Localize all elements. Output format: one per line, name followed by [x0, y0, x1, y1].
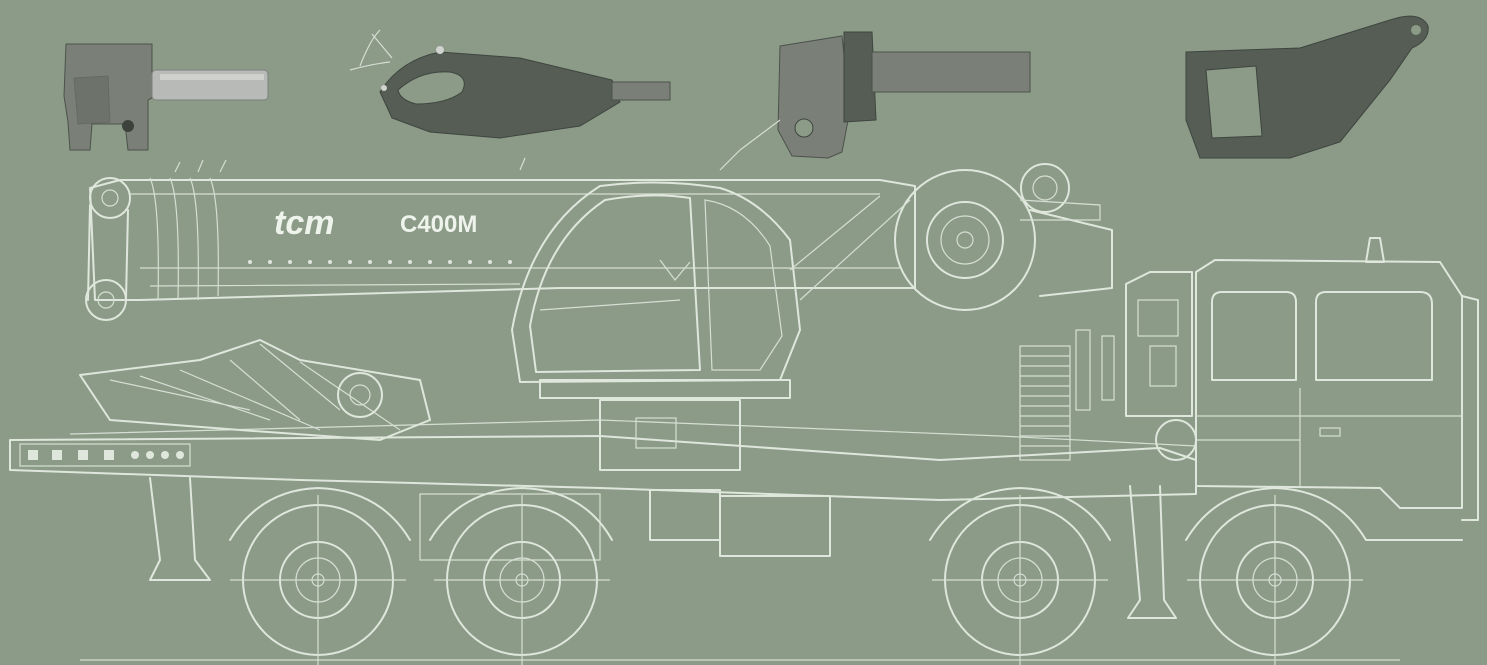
crane-cab — [511, 181, 801, 399]
winch — [1019, 163, 1101, 221]
mudguard-rear — [929, 487, 1463, 541]
model-label: C400M — [400, 211, 477, 238]
wheel-rear-left — [932, 495, 1108, 665]
bracket-arm-part — [777, 31, 1031, 159]
folded-jib — [79, 339, 431, 441]
boom-tip-sheave — [85, 177, 131, 321]
brand-logo: tcm — [274, 204, 334, 242]
hook-plate-part — [349, 29, 671, 139]
wheel-front-left — [230, 495, 406, 665]
square-plate-part — [1185, 15, 1429, 159]
mudguard-front — [229, 487, 613, 541]
equipment-block — [1075, 271, 1197, 461]
truck-cab — [1195, 237, 1479, 521]
support-struts — [739, 119, 911, 301]
crane-boom: tcm C400M — [85, 149, 916, 321]
access-ladder — [1019, 345, 1071, 461]
wheel-front-right — [434, 495, 610, 665]
fork-pin-part — [63, 43, 269, 151]
wheel-rear-right — [1187, 495, 1363, 665]
chassis — [9, 399, 1197, 619]
spare-wheel — [894, 169, 1113, 311]
